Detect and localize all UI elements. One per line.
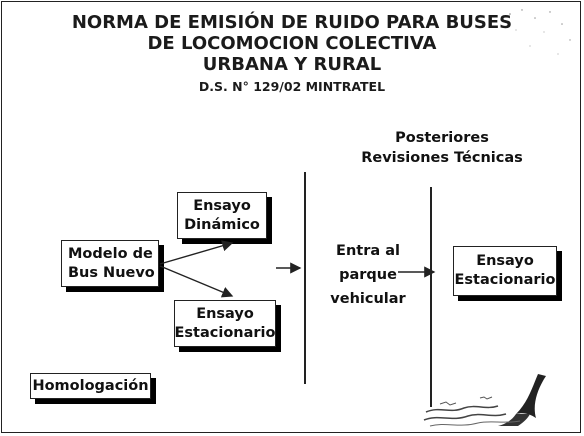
homologacion-label: Homologación	[32, 377, 149, 394]
estacionario2-line-2: Estacionario	[454, 272, 556, 288]
ensayo-estacionario-2-box: Ensayo Estacionario	[453, 246, 557, 296]
title-line-1: NORMA DE EMISIÓN DE RUIDO PARA BUSES	[71, 12, 513, 33]
estacionario-line-1: Ensayo	[196, 305, 254, 322]
separator-line-left	[304, 172, 306, 384]
seagull-waves-graphic	[423, 374, 546, 427]
title-line-2: DE LOCOMOCION COLECTIVA	[147, 33, 437, 54]
ensayo-dinamico-box: Ensayo Dinámico	[177, 192, 267, 239]
homologacion-box: Homologación	[30, 373, 151, 399]
scan-speckle	[509, 9, 571, 55]
modelo-line-1: Modelo de	[68, 245, 153, 262]
entra-parque-label: Entra al parque vehicular	[318, 241, 418, 309]
arrow-to-estacionario	[159, 265, 234, 298]
modelo-line-2: Bus Nuevo	[68, 264, 155, 281]
title-line-3: URBANA Y RURAL	[202, 54, 382, 75]
slide-title: NORMA DE EMISIÓN DE RUIDO PARA BUSES DE …	[0, 12, 584, 96]
title-decree: D.S. N° 129/02 MINTRATEL	[198, 79, 386, 94]
arrow-to-dinamico	[159, 240, 234, 265]
modelo-bus-nuevo-box: Modelo de Bus Nuevo	[61, 240, 159, 287]
estacionario2-line-1: Ensayo	[476, 253, 534, 269]
separator-line-right	[430, 187, 432, 407]
parque-line-3: vehicular	[330, 291, 406, 307]
ensayo-estacionario-box: Ensayo Estacionario	[174, 300, 276, 347]
estacionario-line-2: Estacionario	[174, 324, 276, 341]
dinamico-line-1: Ensayo	[193, 197, 251, 214]
posteriores-revisiones-label: Posteriores Revisiones Técnicas	[352, 128, 532, 168]
revisiones-line-1: Posteriores	[395, 130, 489, 146]
parque-line-2: parque	[339, 267, 397, 283]
revisiones-line-2: Revisiones Técnicas	[361, 150, 523, 166]
parque-line-1: Entra al	[336, 243, 400, 259]
dinamico-line-2: Dinámico	[184, 216, 260, 233]
